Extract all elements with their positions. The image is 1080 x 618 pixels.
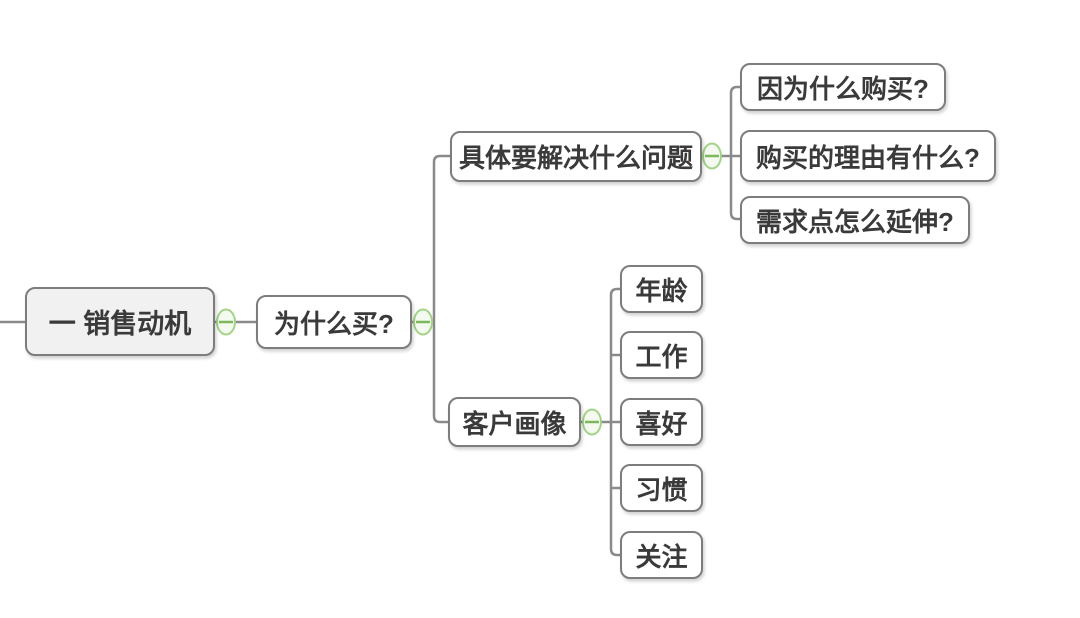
- topic-node-buy-cause[interactable]: 因为什么购买?: [740, 63, 946, 111]
- collapse-icon-root[interactable]: [216, 308, 236, 336]
- collapse-icon-customer-profile[interactable]: [582, 408, 602, 436]
- topic-node-customer-profile[interactable]: 客户画像: [448, 397, 581, 447]
- collapse-icon-problem[interactable]: [702, 142, 722, 170]
- topic-node-buy-reasons[interactable]: 购买的理由有什么?: [740, 130, 996, 182]
- topic-node-job[interactable]: 工作: [620, 331, 703, 379]
- topic-node-preference[interactable]: 喜好: [620, 398, 703, 446]
- topic-node-habit[interactable]: 习惯: [620, 464, 703, 512]
- collapse-icon-why-buy[interactable]: [413, 308, 433, 336]
- topic-node-why-buy[interactable]: 为什么买?: [256, 295, 412, 349]
- topic-node-age[interactable]: 年龄: [620, 265, 703, 313]
- topic-node-problem-to-solve[interactable]: 具体要解决什么问题: [450, 131, 702, 182]
- topic-node-sales-motivation[interactable]: 一 销售动机: [25, 287, 215, 356]
- topic-node-focus[interactable]: 关注: [620, 531, 703, 579]
- topic-node-demand-extend[interactable]: 需求点怎么延伸?: [740, 196, 970, 244]
